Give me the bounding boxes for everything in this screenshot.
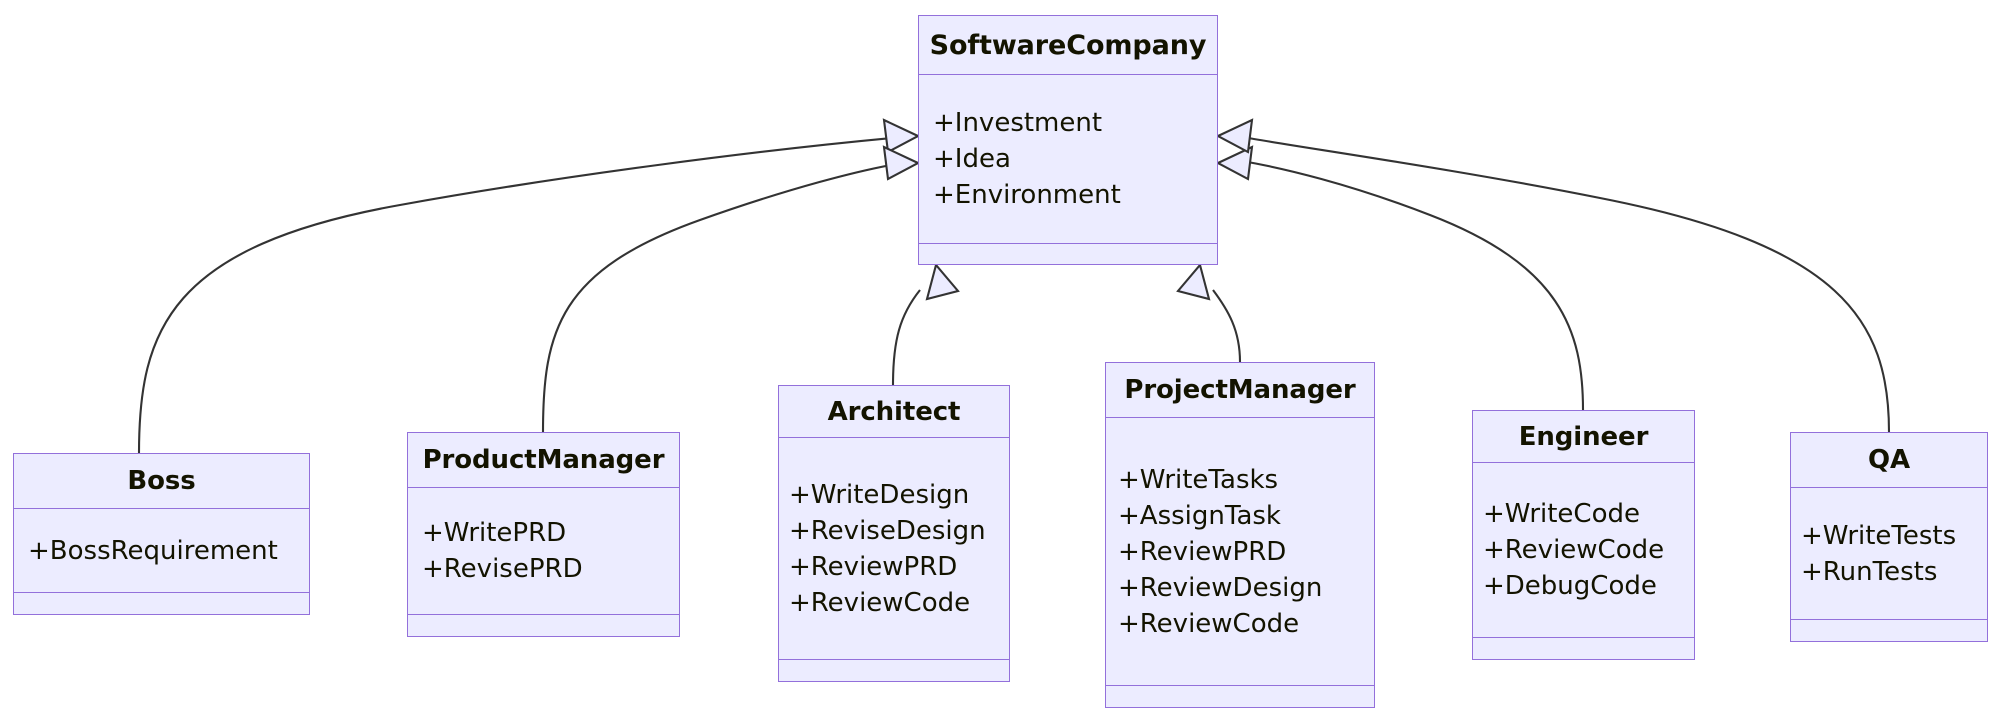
class-title-engineer: Engineer <box>1473 411 1694 463</box>
attribute-row: +ReviewPRD <box>1118 536 1287 567</box>
attribute-row: +AssignTask <box>1118 500 1281 531</box>
edge-boss-to-softwarecompany <box>137 135 904 454</box>
arrowhead-qa <box>1215 118 1254 154</box>
attribute-row: +ReviseDesign <box>789 515 986 546</box>
class-attributes-qa: +WriteTests +RunTests <box>1791 488 1987 620</box>
class-name-text: Architect <box>827 396 961 427</box>
class-methods-software-company <box>919 244 1217 264</box>
class-name-text: Boss <box>127 466 196 496</box>
class-attributes-project-manager: +WriteTasks +AssignTask +ReviewPRD +Revi… <box>1106 418 1374 686</box>
attribute-row: +ReviewCode <box>789 587 971 618</box>
class-title-qa: QA <box>1791 433 1987 488</box>
class-node-software-company[interactable]: SoftwareCompany +Investment +Idea +Envir… <box>918 15 1218 265</box>
attribute-row: +ReviewCode <box>1483 535 1665 565</box>
class-name-text: ProjectManager <box>1124 375 1356 405</box>
class-title-project-manager: ProjectManager <box>1106 363 1374 418</box>
class-name-text: SoftwareCompany <box>929 29 1207 61</box>
class-node-architect[interactable]: Architect +WriteDesign +ReviseDesign +Re… <box>778 385 1010 682</box>
class-methods-product-manager <box>408 615 679 635</box>
edge-projectmanager-to-softwarecompany <box>1212 289 1242 363</box>
class-node-boss[interactable]: Boss +BossRequirement <box>13 453 310 615</box>
edge-architect-to-softwarecompany <box>891 289 921 386</box>
attribute-row: +Investment <box>933 108 1103 138</box>
arrowhead-engineer <box>1215 145 1254 181</box>
class-methods-engineer <box>1473 638 1694 658</box>
class-attributes-product-manager: +WritePRD +RevisePRD <box>408 488 679 615</box>
attribute-row: +Idea <box>933 144 1011 174</box>
class-methods-boss <box>14 593 309 613</box>
class-name-text: ProductManager <box>422 445 665 475</box>
edge-productmanager-to-softwarecompany <box>541 161 903 433</box>
attribute-row: +DebugCode <box>1483 571 1657 601</box>
class-title-software-company: SoftwareCompany <box>919 16 1217 75</box>
class-methods-architect <box>779 660 1009 680</box>
class-title-product-manager: ProductManager <box>408 433 679 488</box>
arrowhead-productmanager <box>882 145 921 181</box>
arrowhead-boss <box>882 118 921 154</box>
attribute-row: +WriteTests <box>1801 520 1957 551</box>
edge-engineer-to-softwarecompany <box>1241 159 1585 411</box>
class-node-product-manager[interactable]: ProductManager +WritePRD +RevisePRD <box>407 432 680 637</box>
class-node-project-manager[interactable]: ProjectManager +WriteTasks +AssignTask +… <box>1105 362 1375 708</box>
class-title-architect: Architect <box>779 386 1009 438</box>
attribute-row: +WriteTasks <box>1118 464 1279 495</box>
class-title-boss: Boss <box>14 454 309 509</box>
arrowhead-projectmanager <box>1176 262 1211 301</box>
class-name-text: QA <box>1867 445 1911 475</box>
class-attributes-boss: +BossRequirement <box>14 509 309 593</box>
edge-qa-to-softwarecompany <box>1242 135 1891 433</box>
class-attributes-engineer: +WriteCode +ReviewCode +DebugCode <box>1473 463 1694 638</box>
attribute-row: +RunTests <box>1801 556 1938 587</box>
attribute-row: +ReviewCode <box>1118 608 1300 639</box>
attribute-row: +WritePRD <box>422 518 567 548</box>
attribute-row: +Environment <box>933 180 1121 210</box>
attribute-row: +ReviewDesign <box>1118 572 1323 603</box>
class-name-text: Engineer <box>1518 421 1649 452</box>
attribute-row: +WriteDesign <box>789 479 970 510</box>
attribute-row: +ReviewPRD <box>789 551 958 582</box>
attribute-row: +RevisePRD <box>422 554 583 584</box>
class-node-qa[interactable]: QA +WriteTests +RunTests <box>1790 432 1988 642</box>
attribute-row: +WriteCode <box>1483 499 1640 529</box>
class-node-engineer[interactable]: Engineer +WriteCode +ReviewCode +DebugCo… <box>1472 410 1695 660</box>
arrowhead-architect <box>925 262 960 301</box>
class-attributes-architect: +WriteDesign +ReviseDesign +ReviewPRD +R… <box>779 438 1009 660</box>
class-methods-qa <box>1791 620 1987 640</box>
attribute-row: +BossRequirement <box>28 535 278 566</box>
class-methods-project-manager <box>1106 686 1374 706</box>
class-attributes-software-company: +Investment +Idea +Environment <box>919 75 1217 244</box>
